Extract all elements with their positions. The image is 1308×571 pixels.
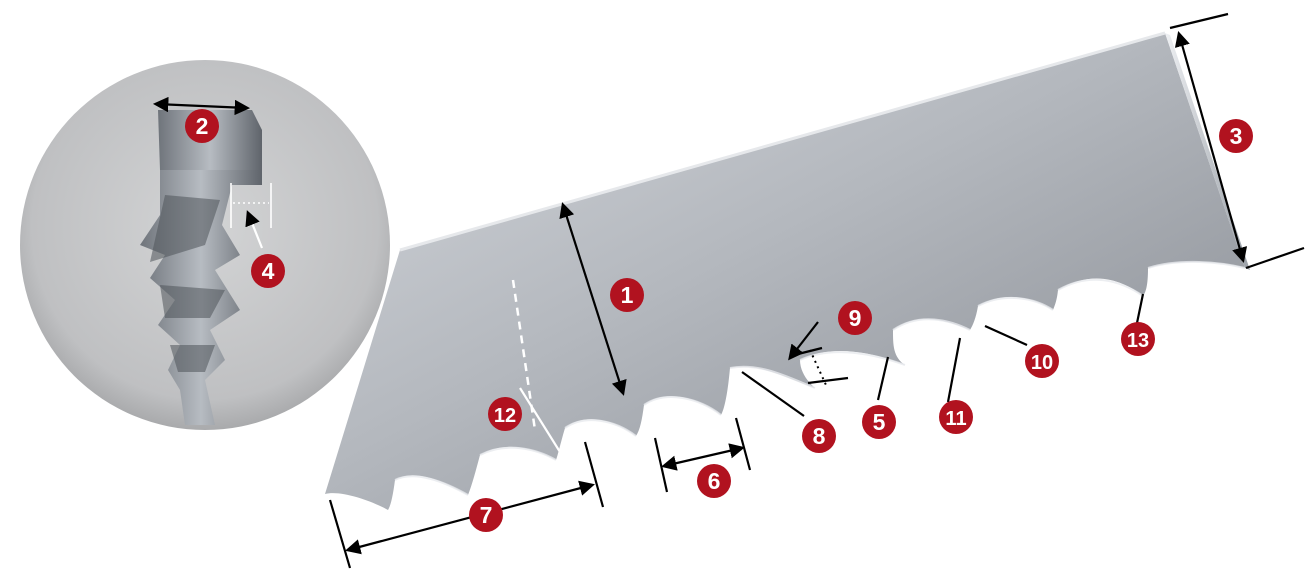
callout-badge-3: 3 [1219, 119, 1253, 153]
dim-7-tick-right [585, 442, 603, 507]
callout-badge-label: 9 [849, 305, 862, 331]
callout-badge-4: 4 [251, 254, 285, 288]
callout-badge-8: 8 [802, 419, 836, 453]
saw-blade [325, 33, 1250, 510]
pointer-13 [1137, 294, 1143, 323]
callout-badge-10: 10 [1025, 344, 1059, 378]
callout-badge-5: 5 [862, 405, 896, 439]
pointer-9-rake [808, 378, 848, 383]
callout-badge-label: 1 [621, 282, 634, 308]
pointer-10 [985, 326, 1027, 345]
callout-badge-label: 2 [196, 113, 209, 139]
dim-3-tick-top [1170, 14, 1228, 28]
dim-6-tick-right [736, 418, 750, 470]
callout-badge-label: 12 [494, 405, 516, 427]
callout-badge-label: 3 [1230, 123, 1243, 149]
callout-badge-label: 11 [945, 408, 966, 430]
callout-badge-11: 11 [939, 400, 973, 434]
callout-badge-6: 6 [697, 464, 731, 498]
pointer-11 [948, 338, 960, 402]
dim-3-tick-bottom [1246, 248, 1304, 268]
callout-badge-2: 2 [185, 109, 219, 143]
callout-badge-label: 13 [1127, 330, 1149, 352]
blade-body [325, 33, 1245, 510]
callout-badge-label: 8 [813, 423, 826, 449]
callout-badge-1: 1 [610, 278, 644, 312]
callout-badge-label: 5 [873, 409, 886, 435]
pointer-5 [878, 357, 888, 400]
callout-badge-9: 9 [838, 301, 872, 335]
callout-badge-12: 12 [488, 397, 522, 431]
callout-badge-label: 10 [1031, 352, 1053, 374]
callout-badge-label: 6 [708, 468, 721, 494]
callout-badge-7: 7 [469, 498, 503, 532]
dim-7-tick-left [330, 500, 350, 568]
callout-badge-label: 7 [480, 502, 493, 528]
callout-badge-13: 13 [1121, 322, 1155, 356]
dim-6-arrow [664, 448, 742, 466]
callout-badge-label: 4 [262, 258, 275, 284]
